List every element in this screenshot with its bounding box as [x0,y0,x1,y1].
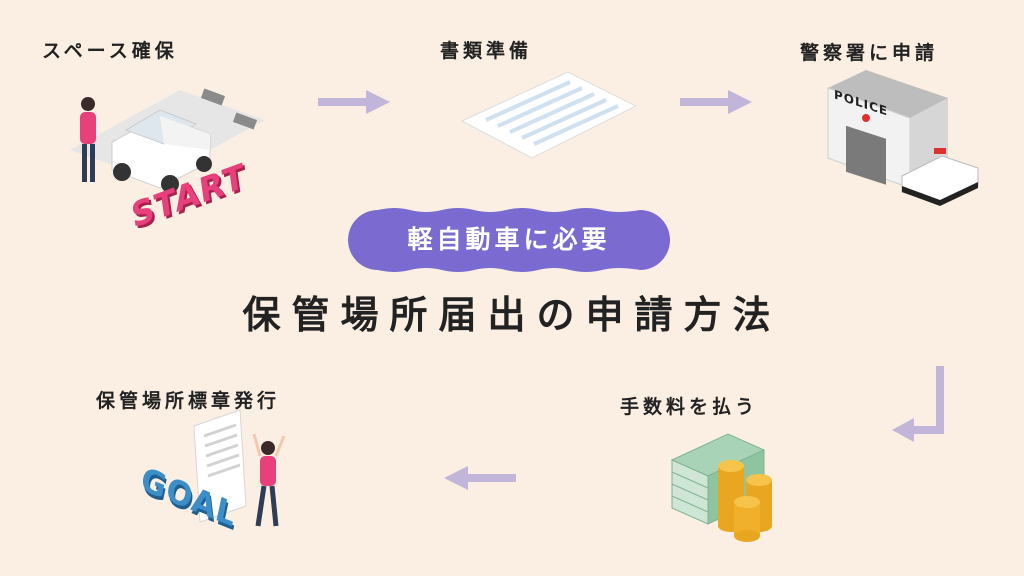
step-label-sticker: 保管場所標章発行 [96,390,281,412]
arrow-down-left-icon [892,366,944,442]
arrow-right-icon [318,90,390,114]
parking-space-icon [70,88,265,193]
police-station-icon [827,70,979,206]
arrow-right-icon [680,90,752,114]
badge-text: 軽自動車に必要 [407,225,611,254]
step-label-fee: 手数料を払う [620,396,759,418]
step-label-police: 警察署に申請 [800,42,939,64]
document-icon [460,71,638,159]
step-label-docs: 書類準備 [440,40,533,62]
step-label-space: スペース確保 [42,40,178,62]
arrow-left-icon [444,466,516,490]
money-icon [670,433,772,542]
sticker-document-icon [193,409,286,527]
page-title: 保管場所届出の申請方法 [242,293,782,337]
category-badge [348,208,670,272]
